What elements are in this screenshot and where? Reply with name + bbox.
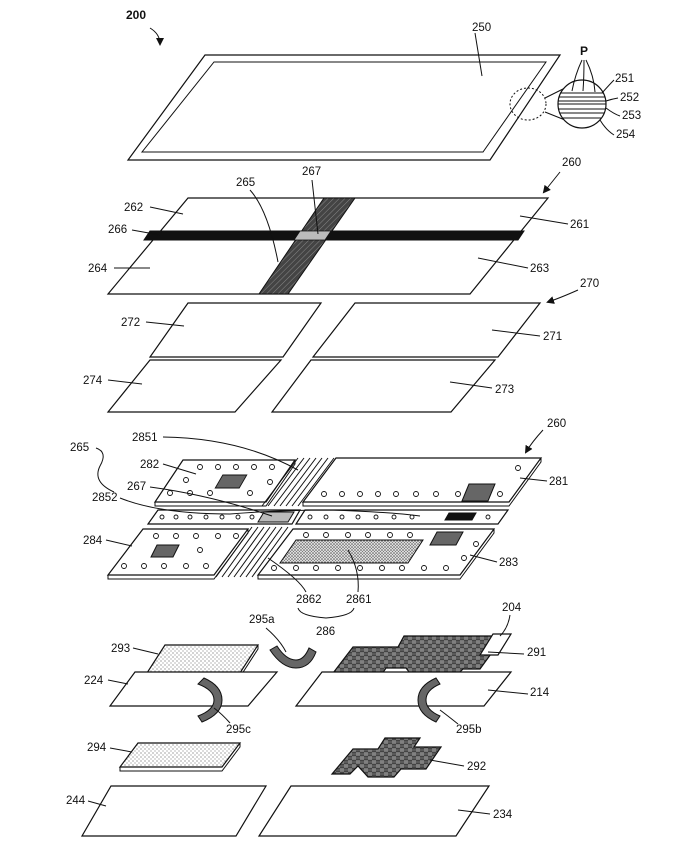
block-294 (118, 742, 242, 768)
flex-lines-2851 (261, 457, 335, 507)
label-265-top: 265 (236, 177, 255, 189)
label-295a: 295a (249, 614, 275, 626)
horizontal-band-266 (143, 230, 525, 241)
label-267-bottom: 267 (127, 481, 146, 493)
label-281: 281 (549, 476, 568, 488)
window-layer-250: 250 P 251 252 253 254 (126, 22, 641, 161)
label-293: 293 (111, 643, 130, 655)
board-284 (106, 528, 250, 580)
board-234 (257, 785, 491, 837)
label-250: 250 (472, 22, 491, 34)
panel-273 (270, 359, 497, 413)
pad-281 (461, 483, 496, 502)
panel-274 (106, 359, 283, 413)
label-284: 284 (83, 535, 103, 547)
connector-295a (269, 645, 317, 669)
layer-260-top: 260 267 265 262 266 261 264 263 (88, 157, 589, 295)
label-263: 263 (530, 263, 549, 275)
connector-295b (417, 677, 441, 723)
label-254: 254 (616, 129, 636, 141)
label-2851: 2851 (132, 432, 158, 444)
label-260-top: 260 (562, 157, 581, 169)
pad-283 (429, 531, 464, 546)
label-265-bottom: 265 (70, 442, 89, 454)
label-272: 272 (121, 317, 140, 329)
label-294: 294 (87, 742, 107, 754)
block-291 (328, 635, 506, 678)
board-281 (301, 457, 543, 507)
connector-295c (197, 677, 223, 723)
flex-lines-2862 (215, 526, 289, 578)
board-224 (108, 671, 279, 707)
layer-260-bottom: 260 (70, 418, 568, 638)
board-283 (256, 528, 496, 580)
crossing-267 (293, 230, 332, 241)
label-262: 262 (124, 202, 143, 214)
label-244: 244 (66, 795, 86, 807)
label-292: 292 (467, 761, 486, 773)
board-282 (153, 459, 297, 507)
dotted-area-2861 (279, 539, 424, 564)
label-267-top: 267 (302, 166, 321, 178)
label-252: 252 (620, 92, 639, 104)
middle-strip-2852 (146, 509, 510, 525)
label-286: 286 (316, 626, 335, 638)
panel-272 (148, 302, 323, 358)
label-251: 251 (615, 73, 634, 85)
board-214 (294, 671, 513, 707)
label-253: 253 (622, 110, 641, 122)
layer-270: 270 272 274 271 273 (83, 278, 599, 413)
block-293 (143, 644, 260, 677)
label-234: 234 (493, 809, 513, 821)
label-2862: 2862 (296, 594, 322, 606)
label-260-bottom: 260 (547, 418, 566, 430)
label-295b: 295b (456, 724, 482, 736)
label-264: 264 (88, 263, 108, 275)
block-292 (330, 737, 443, 778)
vertical-band-265 (258, 197, 356, 295)
label-291: 291 (527, 647, 546, 659)
pad-282 (214, 474, 248, 489)
label-283: 283 (499, 557, 518, 569)
label-261: 261 (570, 219, 589, 231)
detail-region-outline (509, 87, 547, 121)
label-271: 271 (543, 331, 562, 343)
label-P: P (580, 44, 588, 58)
label-2861: 2861 (346, 594, 372, 606)
label-2852: 2852 (92, 492, 118, 504)
label-274: 274 (83, 375, 103, 387)
label-224: 224 (84, 675, 104, 687)
label-266: 266 (108, 224, 127, 236)
pad-284 (150, 544, 180, 558)
label-282: 282 (140, 459, 159, 471)
figure-number: 200 (126, 8, 146, 22)
label-295c: 295c (226, 724, 251, 736)
label-273: 273 (495, 384, 514, 396)
figure-arrow (149, 27, 164, 46)
label-214: 214 (530, 687, 550, 699)
block-204 (478, 633, 513, 656)
board-244 (80, 785, 268, 837)
label-270: 270 (580, 278, 599, 290)
label-204: 204 (502, 602, 522, 614)
lower-layers: 293 224 295a 295c 204 291 214 295b 294 (66, 602, 550, 837)
panel-271 (311, 302, 542, 358)
